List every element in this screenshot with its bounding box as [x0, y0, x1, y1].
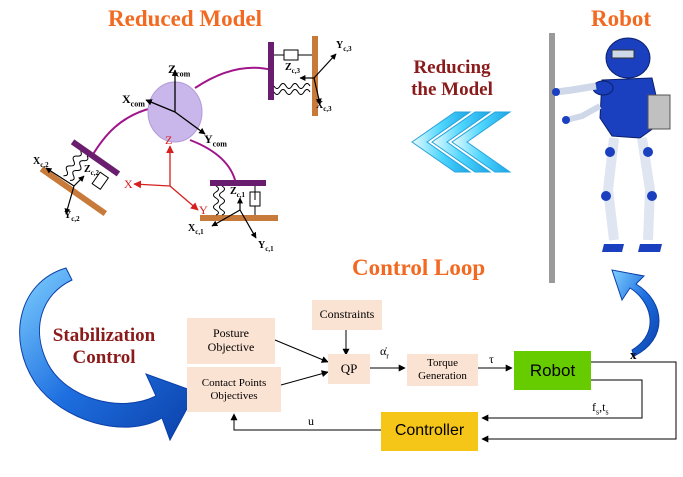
robot-block: Robot: [514, 351, 591, 390]
u-signal: u: [308, 414, 314, 428]
wall-bar: [549, 33, 555, 283]
fs-ts-signal: fs,ts: [592, 400, 609, 417]
torque-line-1: Torque: [427, 357, 458, 370]
x-c1-label: Xc,1: [188, 223, 204, 236]
stabilization-curved-arrow: [19, 267, 197, 442]
x-c3-label: Xc,3: [316, 100, 332, 113]
controller-block: Controller: [381, 412, 478, 451]
torque-line-2: Generation: [418, 370, 467, 382]
contact-points-objectives-block: Contact Points Objectives: [187, 367, 281, 412]
constraints-block: Constraints: [312, 300, 382, 330]
reducing-the-model-label: Reducing the Model: [382, 57, 522, 101]
world-y-label: Y: [199, 203, 208, 217]
z-c2-label: Zc,2: [84, 164, 100, 177]
y-com-label: Ycom: [204, 132, 227, 149]
loop-feedback-curved-arrow: [611, 269, 660, 357]
reducing-line-2: the Model: [411, 78, 493, 100]
reduced-model-drawing: [39, 36, 337, 239]
reducing-line-1: Reducing: [413, 57, 491, 78]
world-z-label: Z: [165, 133, 173, 147]
contact-line-2: Objectives: [210, 389, 258, 402]
contact-line-1: Contact Points: [201, 376, 267, 389]
stabilization-line-2: Control: [72, 346, 136, 368]
control-loop-connectors: [230, 330, 677, 443]
torque-generation-block: Torque Generation: [407, 354, 478, 386]
tau-signal: τ: [489, 352, 494, 366]
posture-objective-block: Posture Objective: [187, 318, 275, 364]
stabilization-control-label: Stabilization Control: [34, 325, 174, 369]
z-c1-label: Zc,1: [230, 186, 246, 199]
y-c3-label: Yc,3: [336, 40, 352, 53]
x-com-label: Xcom: [122, 92, 145, 109]
reducing-chevron-arrow: [411, 111, 512, 173]
x-c2-label: Xc,2: [33, 156, 49, 169]
posture-line-2: Objective: [207, 340, 255, 354]
robot-heading: Robot: [591, 6, 652, 31]
humanoid-robot-illustration: [552, 37, 671, 252]
qp-block: QP: [328, 354, 370, 384]
posture-line-1: Posture: [213, 326, 249, 341]
y-c2-label: Yc,2: [64, 210, 80, 223]
x-signal: x: [630, 347, 637, 362]
stabilization-line-1: Stabilization: [52, 325, 156, 346]
control-loop-heading: Control Loop: [352, 255, 486, 280]
reduced-model-heading: Reduced Model: [108, 6, 262, 31]
alpha-r-signal: α̇r: [380, 344, 389, 361]
world-x-label: X: [124, 177, 133, 191]
z-c3-label: Zc,3: [285, 62, 301, 75]
z-com-label: Zcom: [168, 62, 191, 79]
y-c1-label: Yc,1: [258, 240, 274, 253]
